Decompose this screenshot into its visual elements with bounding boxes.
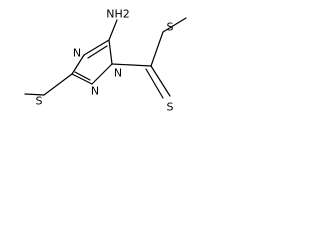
bond-n4-c5-double [87,45,108,59]
bond-thiocarbonyl-s-top [150,31,164,67]
bond-thiocarbonyl-s-bottom-double [145,68,164,99]
atom-label-n-ring-bottom: N [91,85,99,98]
bond-n1-n2 [91,63,113,85]
atom-label-nh2: NH2 [106,8,130,21]
bond-s-top-methyl [162,17,187,33]
bond-s-left-methyl [24,93,45,96]
bond-c3-n4 [71,54,85,75]
atom-label-s-bottom-right: S [167,101,174,114]
bond-n2-c3 [71,73,93,85]
bond-n2-c3-double [74,71,91,81]
bond-c5-nh2 [108,19,118,41]
atom-label-n-ring-top: N [73,47,81,60]
atom-label-s-left: S [36,95,43,108]
bond-c5-n1 [108,39,113,65]
chemical-structure-diagram: NH2 N N N S S S [24,8,187,114]
atom-label-n-ring-left: N [114,67,122,80]
bond-n4-c5 [83,39,110,56]
bond-c3-s-left [43,73,73,96]
atom-label-s-top-right: S [167,21,174,34]
bond-thiocarbonyl-s-bottom [150,65,171,97]
bond-n1-thiocarbonyl [111,63,152,67]
